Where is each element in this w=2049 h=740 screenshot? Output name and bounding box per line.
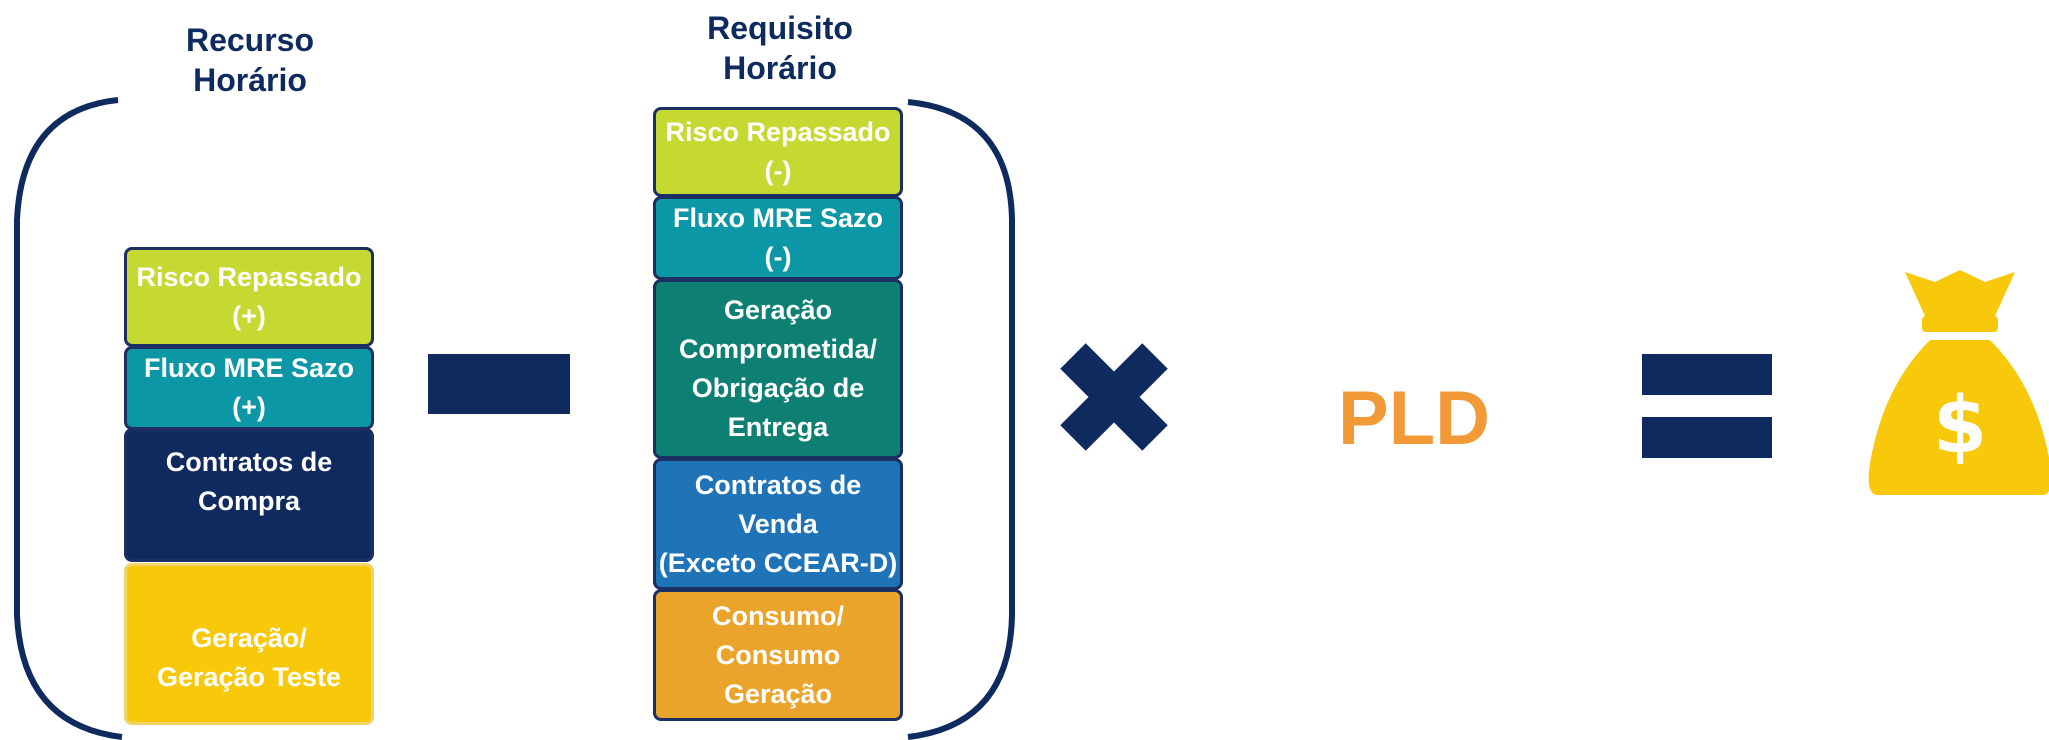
requisito-box-consumo: Consumo/ Consumo Geração	[653, 589, 903, 721]
box-line: (+)	[232, 301, 266, 331]
box-line: Contratos de	[694, 469, 862, 500]
requisito-box-contratos-venda: Contratos de Venda (Exceto CCEAR-D)	[653, 458, 903, 590]
box-line: Consumo	[715, 639, 841, 670]
box-line: Entrega	[727, 412, 829, 442]
requisito-title-line-1: Requisito	[707, 10, 853, 46]
box-line: (-)	[764, 242, 792, 272]
recurso-box-geracao: Geração/ Geração Teste	[124, 563, 374, 725]
recurso-title-line-2: Horário	[193, 62, 307, 98]
box-line: Fluxo MRE Sazo	[672, 203, 883, 233]
box-line: Obrigação de	[691, 373, 865, 403]
minus-icon	[428, 354, 570, 414]
box-line: Geração/	[191, 623, 307, 653]
recurso-title-line-1: Recurso	[185, 22, 315, 58]
box-line: Venda	[738, 508, 818, 539]
requisito-box-geracao-comprometida: Geração Comprometida/ Obrigação de Entre…	[653, 279, 903, 459]
box-line: Geração Teste	[156, 662, 342, 692]
box-line: Compra	[197, 486, 300, 516]
box-line: Contratos de	[165, 447, 333, 477]
multiply-icon	[1060, 343, 1168, 451]
box-line: Comprometida/	[678, 334, 878, 364]
requisito-box-fluxo-mre-sazo: Fluxo MRE Sazo (-)	[653, 196, 903, 280]
box-line: Risco Repassado	[136, 262, 362, 292]
recurso-box-contratos-compra: Contratos de Compra	[124, 428, 374, 562]
box-line: Geração	[723, 678, 833, 709]
recurso-horario-title: Recurso Horário	[130, 20, 370, 100]
requisito-box-risco-repassado: Risco Repassado (-)	[653, 107, 903, 197]
pld-label: PLD	[1338, 376, 1490, 461]
requisito-bracket	[907, 99, 1015, 740]
box-line: Fluxo MRE Sazo	[143, 353, 354, 383]
box-line: (-)	[764, 156, 792, 186]
requisito-horario-title: Requisito Horário	[660, 8, 900, 88]
box-line: (+)	[232, 392, 266, 422]
box-line: Risco Repassado	[665, 117, 891, 147]
svg-text:$: $	[1933, 381, 1987, 471]
box-line: Consumo/	[712, 600, 844, 631]
requisito-title-line-2: Horário	[723, 50, 837, 86]
money-bag-icon: $	[1868, 270, 2049, 496]
recurso-box-risco-repassado: Risco Repassado (+)	[124, 247, 374, 347]
recurso-box-fluxo-mre-sazo: Fluxo MRE Sazo (+)	[124, 346, 374, 430]
recurso-bracket	[14, 97, 123, 740]
box-line: Geração	[723, 295, 833, 325]
box-line: (Exceto CCEAR-D)	[658, 547, 898, 578]
equals-icon	[1642, 354, 1772, 458]
